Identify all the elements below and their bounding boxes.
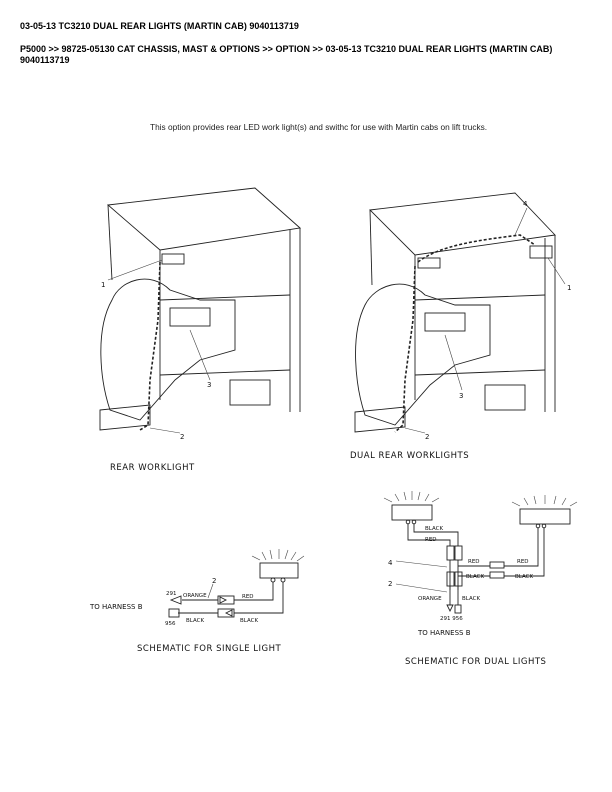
pins-291-956: 291 956 <box>440 616 463 622</box>
wire-black: BLACK <box>240 618 258 624</box>
wire-orange: ORANGE <box>183 593 207 599</box>
breadcrumb: P5000 >> 98725-05130 CAT CHASSIS, MAST &… <box>20 44 553 65</box>
callout-4: 4 <box>388 559 393 567</box>
wire-red: RED <box>425 537 437 543</box>
rear-worklight-caption: REAR WORKLIGHT <box>110 463 195 473</box>
dual-worklights-caption: DUAL REAR WORKLIGHTS <box>350 451 469 461</box>
callout-3: 3 <box>459 392 463 400</box>
callout-2: 2 <box>212 577 216 585</box>
wire-black: BLACK <box>462 596 480 602</box>
lamp-icon <box>259 562 299 579</box>
callout-3: 3 <box>207 381 211 389</box>
rear-worklight-illustration: 1 3 2 REAR WORKLIGHT <box>99 187 302 473</box>
dual-schematic-caption: SCHEMATIC FOR DUAL LIGHTS <box>405 657 546 667</box>
wire-orange: ORANGE <box>418 596 442 602</box>
harness-label: TO HARNESS B <box>89 603 143 611</box>
page-title: 03-05-13 TC3210 DUAL REAR LIGHTS (MARTIN… <box>20 21 299 31</box>
option-description: This option provides rear LED work light… <box>150 122 488 132</box>
callout-2: 2 <box>388 580 392 588</box>
dual-worklights-illustration: 4 1 3 2 DUAL REAR WORKLIGHTS <box>350 192 571 461</box>
wire-black: BLACK <box>466 574 484 580</box>
lamp-icon <box>519 508 571 525</box>
callout-2: 2 <box>180 433 184 441</box>
wire-black: BLACK <box>186 618 204 624</box>
single-light-schematic: 2 291 ORANGE RED TO HARNESS B 956 BLACK … <box>89 549 305 654</box>
callout-1: 1 <box>101 281 105 289</box>
callout-4: 4 <box>523 200 528 208</box>
wire-red: RED <box>517 559 529 565</box>
wire-black: BLACK <box>425 526 443 532</box>
wire-red: RED <box>468 559 480 565</box>
pin-956: 956 <box>165 621 176 627</box>
wire-black: BLACK <box>515 574 533 580</box>
pin-291: 291 <box>166 591 177 597</box>
lamp-icon <box>391 504 433 521</box>
callout-1: 1 <box>567 284 571 292</box>
dual-lights-schematic: BLACK RED RED RED BLACK BLACK ORANGE BLA… <box>383 491 578 667</box>
single-schematic-caption: SCHEMATIC FOR SINGLE LIGHT <box>137 644 281 654</box>
callout-2: 2 <box>425 433 429 441</box>
harness-label: TO HARNESS B <box>417 629 471 637</box>
wire-red: RED <box>242 594 254 600</box>
